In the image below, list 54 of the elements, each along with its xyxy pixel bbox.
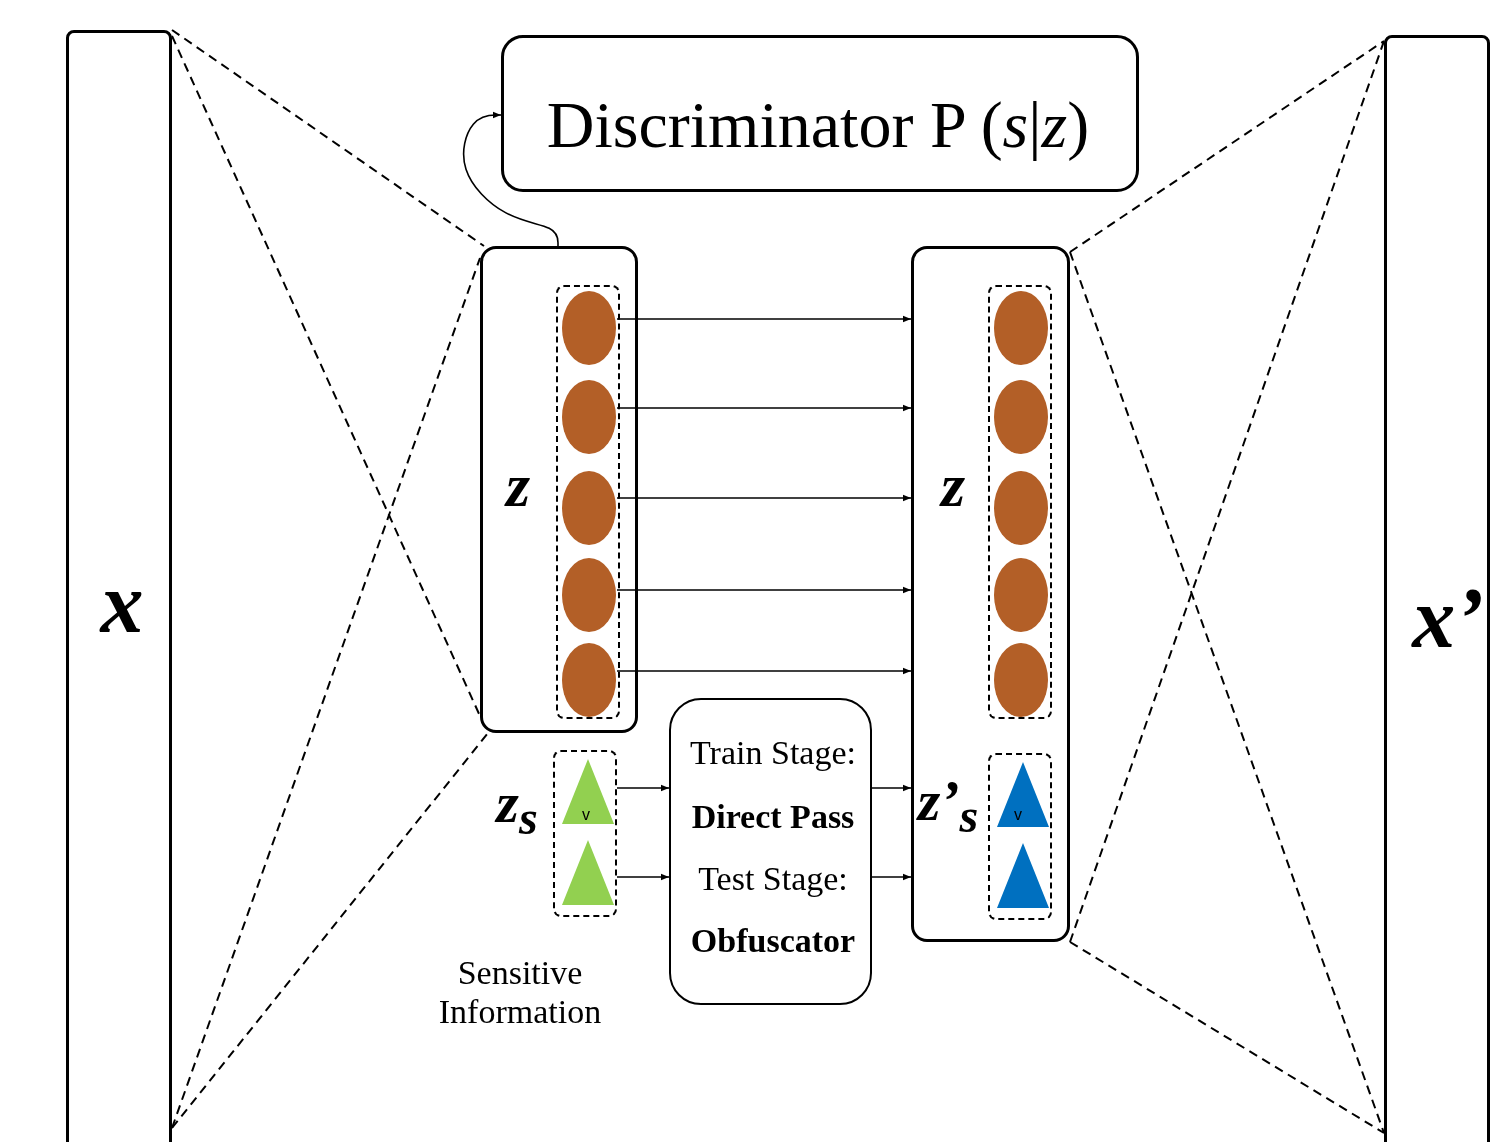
- node-label: Sensitive Information: [437, 952, 603, 1032]
- stage-mode: Obfuscator: [690, 924, 856, 958]
- latent-box: [911, 246, 1070, 942]
- latent-column: [988, 285, 1052, 719]
- input-bar: [66, 30, 172, 1142]
- projection-line: [1069, 941, 1385, 1134]
- sensitive-unit: [997, 843, 1049, 908]
- arrow: [871, 784, 912, 792]
- latent-unit: [562, 471, 616, 545]
- latent-unit: [994, 380, 1048, 454]
- discriminator-box: [501, 35, 1139, 192]
- variable-label: z: [940, 454, 966, 516]
- latent-column: [556, 285, 620, 719]
- latent-unit: [562, 380, 616, 454]
- arrow: [616, 404, 912, 412]
- variable-label: z$_{s}$: [496, 773, 538, 843]
- sensitive-unit: [997, 762, 1049, 827]
- latent-unit: [994, 558, 1048, 632]
- sensitive-unit: [562, 759, 614, 824]
- arrow: [616, 667, 912, 675]
- projection-line: [1069, 40, 1385, 253]
- projection-line: [171, 29, 485, 247]
- latent-unit: [994, 471, 1048, 545]
- variable-label: x: [100, 560, 144, 646]
- stage-label: Test Stage:: [698, 862, 848, 896]
- sensitive-unit: [562, 840, 614, 905]
- latent-unit: [994, 643, 1048, 717]
- stage-label: Train Stage:: [690, 736, 856, 770]
- sensitive-column: [988, 753, 1052, 920]
- arrow: [462, 111, 559, 247]
- stage-mode: Direct Pass: [691, 800, 855, 834]
- arrow: [616, 873, 670, 881]
- latent-unit: [994, 291, 1048, 365]
- arrow: [616, 494, 912, 502]
- variable-label: z’$_{s}$: [917, 771, 979, 841]
- latent-unit: [562, 558, 616, 632]
- arrow: [616, 586, 912, 594]
- projection-line: [171, 257, 481, 1129]
- obfuscator-box: [669, 698, 872, 1005]
- projection-line: [171, 35, 481, 717]
- projection-line: [171, 732, 489, 1129]
- output-bar: [1384, 35, 1490, 1142]
- unit-mark: v: [582, 807, 590, 823]
- variable-label: x’: [1412, 575, 1484, 661]
- latent-unit: [562, 643, 616, 717]
- latent-box: [480, 246, 638, 733]
- arrow: [616, 784, 670, 792]
- variable-label: z: [505, 454, 531, 516]
- projection-line: [1069, 251, 1385, 1134]
- latent-unit: [562, 291, 616, 365]
- arrow: [871, 873, 912, 881]
- projection-line: [1069, 40, 1385, 943]
- unit-mark: v: [1014, 807, 1022, 823]
- arrow: [616, 315, 912, 323]
